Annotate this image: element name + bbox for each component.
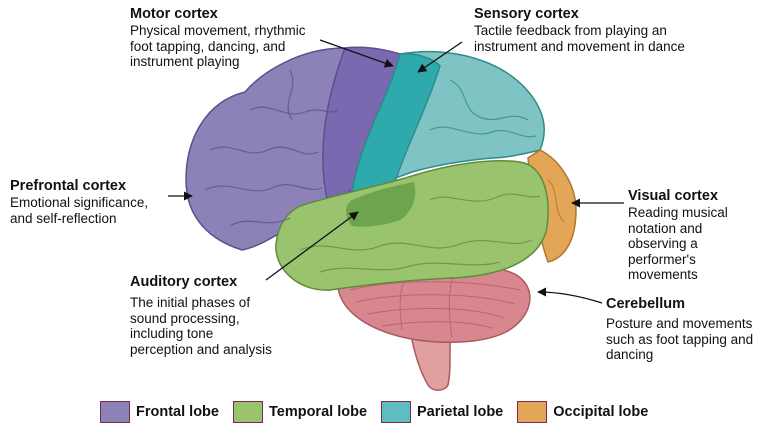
motor-cortex-title: Motor cortex <box>130 6 218 22</box>
visual-cortex-title: Visual cortex <box>628 188 719 204</box>
auditory-cortex-desc-line: perception and analysis <box>130 341 272 357</box>
auditory-cortex-callout: Auditory cortex The initial phases of so… <box>130 274 272 357</box>
visual-cortex-desc-line: movements <box>628 267 698 282</box>
motor-cortex-callout: Motor cortex Physical movement, rhythmic… <box>130 6 306 70</box>
leader-arrows <box>168 39 624 304</box>
legend-label: Temporal lobe <box>268 404 368 420</box>
cerebellum-arrow <box>537 287 603 304</box>
auditory-cortex-desc-line: The initial phases of <box>130 295 251 310</box>
sensory-arrow <box>417 41 463 73</box>
sensory-cortex-desc-line: instrument and movement in dance <box>474 38 685 54</box>
legend-swatch <box>232 401 263 423</box>
legend-swatch <box>100 401 130 423</box>
cerebellum-desc-line: Posture and movements <box>606 316 753 331</box>
cerebellum-desc-line: such as foot tapping and <box>606 331 754 347</box>
temporal-lobe <box>275 160 549 291</box>
legend-item-frontal: Frontal lobe <box>100 401 219 423</box>
legend-swatch <box>517 401 548 423</box>
auditory-arrow <box>265 211 359 281</box>
sensory-cortex-title: Sensory cortex <box>474 6 579 22</box>
legend-item-temporal: Temporal lobe <box>232 401 368 423</box>
legend-label: Frontal lobe <box>136 404 219 420</box>
prefrontal-cortex-desc-line: and self-reflection <box>10 210 117 226</box>
brain-gyri <box>204 69 565 273</box>
motor-arrow <box>319 39 394 68</box>
legend-swatch <box>381 401 412 423</box>
prefrontal-cortex-desc-line: Emotional significance, <box>10 195 149 210</box>
auditory-cortex-desc-line: sound processing, <box>130 310 240 326</box>
cerebellum-desc-line: dancing <box>606 347 654 362</box>
visual-cortex-desc-line: observing a <box>628 236 698 251</box>
legend-item-occipital: Occipital lobe <box>517 401 648 423</box>
sensory-cortex-callout: Sensory cortex Tactile feedback from pla… <box>474 6 685 54</box>
visual-cortex-callout: Visual cortex Reading musical notation a… <box>628 188 728 283</box>
legend-label: Parietal lobe <box>417 404 504 420</box>
cerebellum-callout: Cerebellum Posture and movements such as… <box>606 296 753 363</box>
motor-cortex-desc-line: foot tapping, dancing, and <box>130 38 286 54</box>
auditory-cortex-desc-line: including tone <box>130 326 214 341</box>
visual-cortex-desc-line: notation and <box>628 220 703 236</box>
sensory-cortex-desc-line: Tactile feedback from playing an <box>474 23 667 38</box>
cerebellum-title: Cerebellum <box>606 296 685 312</box>
legend-item-parietal: Parietal lobe <box>381 401 503 423</box>
visual-cortex-desc-line: Reading musical <box>628 205 728 220</box>
visual-cortex-desc-line: performer's <box>628 251 696 267</box>
legend: Frontal lobe Temporal lobe Parietal lobe… <box>100 399 662 425</box>
auditory-cortex-title: Auditory cortex <box>130 274 238 290</box>
motor-cortex-desc-line: Physical movement, rhythmic <box>130 23 306 38</box>
motor-cortex-strip <box>322 46 401 206</box>
legend-label: Occipital lobe <box>553 404 649 420</box>
prefrontal-cortex-title: Prefrontal cortex <box>10 178 127 194</box>
motor-cortex-desc-line: instrument playing <box>130 54 240 69</box>
prefrontal-cortex-callout: Prefrontal cortex Emotional significance… <box>10 178 148 226</box>
auditory-cortex-region <box>346 182 416 227</box>
